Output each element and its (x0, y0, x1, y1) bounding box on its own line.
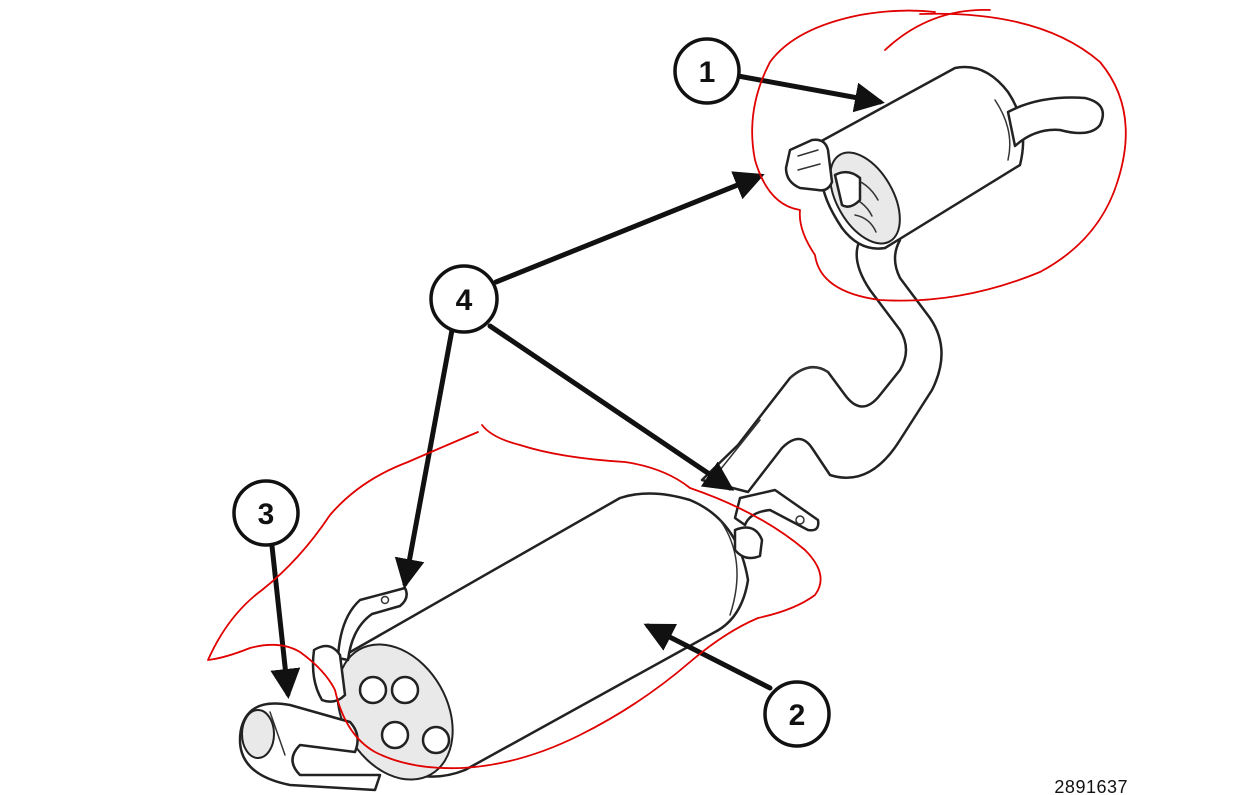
leader-4a (493, 171, 765, 285)
rear-hanger-bracket (784, 138, 834, 192)
exhaust-pipe (700, 220, 943, 494)
leader-4c (487, 323, 735, 491)
rear-muffler (784, 65, 1105, 250)
leader-2 (643, 623, 773, 691)
left-hanger-bracket (336, 586, 408, 662)
muffler-port-3 (380, 720, 410, 750)
leader-4b (394, 327, 455, 589)
callout-2: 2 (763, 680, 831, 748)
outlet-pipe-end (241, 709, 275, 759)
outlet-clamp (311, 644, 347, 703)
callout-3-label: 3 (258, 498, 275, 531)
red-markup (207, 9, 1127, 770)
callout-4-label: 4 (456, 284, 473, 317)
red-circle-front-muffler (207, 424, 822, 770)
callout-3: 3 (232, 479, 300, 547)
front-muffler (311, 488, 820, 781)
figure-number: 2891637 (1054, 777, 1128, 795)
leader-3 (269, 543, 301, 699)
muffler-port-2 (390, 675, 420, 705)
muffler-port-1 (358, 675, 388, 705)
front-muffler-inlet (733, 526, 764, 560)
rear-hanger-rubber (833, 170, 862, 208)
outlet-pipe (238, 702, 382, 792)
callout-1-label: 1 (699, 56, 716, 89)
red-circle-rear-muffler (751, 9, 1127, 302)
muffler-port-4 (421, 725, 451, 755)
callout-4: 4 (429, 264, 499, 334)
upper-hanger-bracket (733, 488, 820, 532)
callout-1: 1 (673, 37, 741, 105)
tailpipe (1006, 96, 1105, 148)
callout-2-label: 2 (789, 699, 806, 732)
